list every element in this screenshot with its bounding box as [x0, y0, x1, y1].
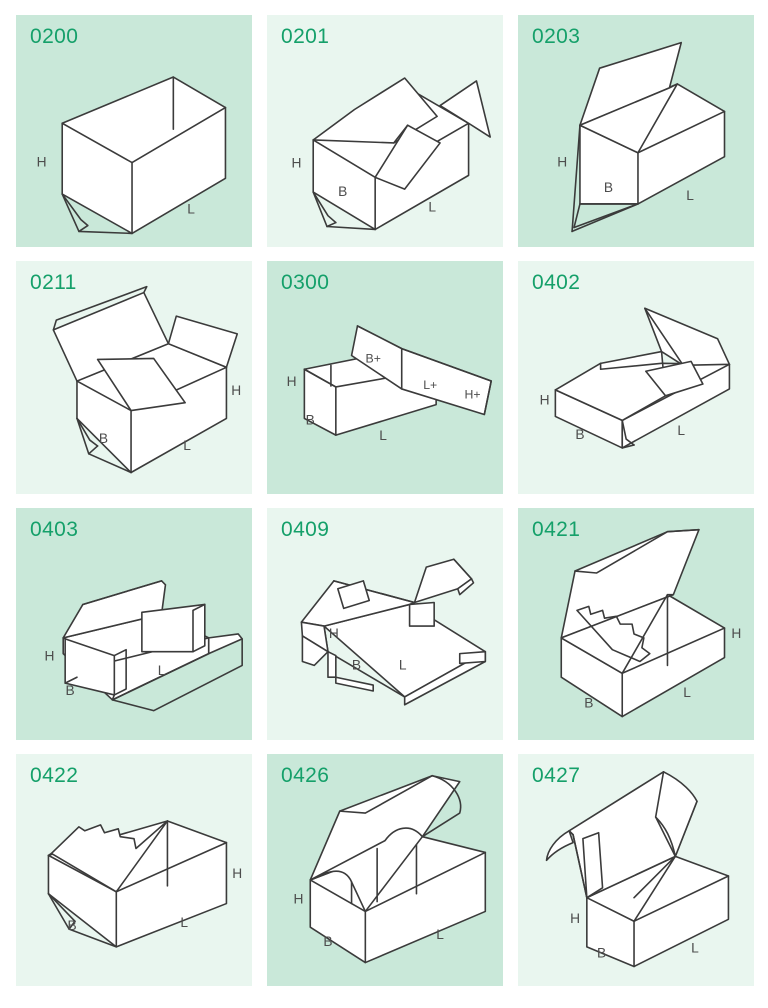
- dimension-label-H: H: [540, 393, 550, 408]
- dimension-label-L: L: [187, 202, 195, 217]
- box-figure-0409: H B L: [267, 508, 503, 740]
- box-card-0211[interactable]: 0211 B H L: [16, 261, 252, 494]
- dimension-label-H: H: [37, 155, 47, 170]
- dimension-label-Bplus: B+: [366, 352, 381, 366]
- dimension-label-Hplus: H+: [464, 388, 480, 402]
- dimension-label-L: L: [428, 200, 436, 215]
- dimension-label-H: H: [231, 383, 241, 398]
- box-figure-0211: B H L: [16, 261, 252, 493]
- box-card-0403[interactable]: 0403 H B L: [16, 507, 252, 740]
- dimension-label-L: L: [379, 428, 387, 443]
- box-code-label: 0402: [532, 271, 581, 295]
- box-card-0201[interactable]: 0201 H B L: [267, 15, 503, 248]
- box-figure-0200: H L: [16, 15, 252, 247]
- box-card-0421[interactable]: 0421 H B L: [518, 507, 754, 740]
- dimension-label-B: B: [99, 431, 108, 446]
- box-figure-0421: H B L: [518, 508, 754, 740]
- box-figure-0201: H B L: [267, 15, 503, 247]
- box-card-0200[interactable]: 0200 H L: [16, 15, 252, 248]
- box-figure-0402: H B L: [518, 261, 754, 493]
- dimension-label-H: H: [557, 155, 567, 170]
- box-card-0426[interactable]: 0426 H B L: [267, 753, 503, 986]
- dimension-label-B: B: [323, 934, 332, 949]
- box-code-label: 0403: [30, 517, 79, 541]
- box-card-0409[interactable]: 0409: [267, 507, 503, 740]
- box-card-0422[interactable]: 0422 H B L: [16, 753, 252, 986]
- dimension-label-H: H: [293, 891, 303, 906]
- box-card-0402[interactable]: 0402 H B L: [518, 261, 754, 494]
- dimension-label-B: B: [67, 918, 76, 933]
- box-code-label: 0422: [30, 763, 79, 787]
- box-figure-0300: H B L B+ L+ H+: [267, 261, 503, 493]
- dimension-label-H: H: [287, 374, 297, 389]
- box-figure-0203: H B L: [518, 15, 754, 247]
- dimension-label-B: B: [575, 427, 584, 442]
- dimension-label-B: B: [65, 682, 74, 697]
- dimension-label-B: B: [352, 657, 361, 672]
- dimension-label-L: L: [399, 657, 407, 672]
- dimension-label-B: B: [306, 413, 315, 428]
- dimension-label-H: H: [731, 625, 741, 640]
- dimension-label-B: B: [604, 180, 613, 195]
- dimension-label-L: L: [158, 663, 166, 678]
- box-code-label: 0421: [532, 517, 581, 541]
- box-code-label: 0211: [30, 271, 77, 295]
- box-figure-0427: H B L: [518, 754, 754, 986]
- dimension-label-L: L: [686, 188, 694, 203]
- box-card-0203[interactable]: 0203 H B L: [518, 15, 754, 248]
- box-code-label: 0409: [281, 517, 330, 541]
- dimension-label-L: L: [436, 927, 444, 942]
- dimension-label-L: L: [183, 438, 191, 453]
- box-figure-0426: H B L: [267, 754, 503, 986]
- dimension-label-Lplus: L+: [423, 378, 437, 392]
- dimension-label-H: H: [44, 648, 54, 663]
- box-figure-0422: H B L: [16, 754, 252, 986]
- dimension-label-L: L: [691, 940, 699, 955]
- dimension-label-H: H: [329, 625, 339, 640]
- box-code-label: 0203: [532, 25, 581, 48]
- box-code-label: 0201: [281, 25, 330, 48]
- dimension-label-H: H: [570, 911, 580, 926]
- dimension-label-B: B: [584, 695, 593, 710]
- dimension-label-B: B: [597, 945, 606, 960]
- box-code-label: 0427: [532, 763, 581, 787]
- box-card-0427[interactable]: 0427 H B L: [518, 753, 754, 986]
- dimension-label-H: H: [232, 866, 242, 881]
- dimension-label-H: H: [292, 156, 302, 171]
- box-figure-0403: H B L: [16, 508, 252, 740]
- box-code-label: 0426: [281, 763, 330, 787]
- box-code-label: 0300: [281, 271, 330, 295]
- box-code-label: 0200: [30, 25, 79, 48]
- dimension-label-L: L: [683, 684, 691, 699]
- box-card-0300[interactable]: 0300 H B L B+ L+ H+: [267, 261, 503, 494]
- dimension-label-B: B: [338, 184, 347, 199]
- dimension-label-L: L: [677, 423, 685, 438]
- dimension-label-L: L: [180, 915, 188, 930]
